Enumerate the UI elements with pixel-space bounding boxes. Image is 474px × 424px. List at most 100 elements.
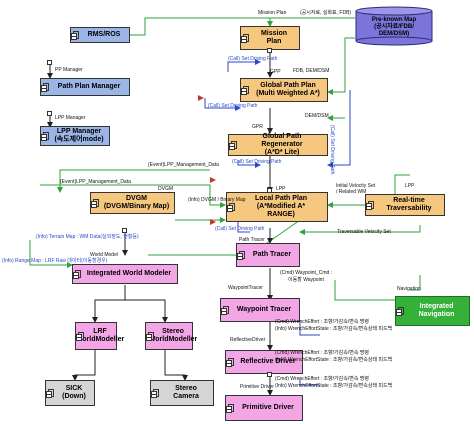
call-vertical-label: (Call) Set Driving Path <box>329 125 335 175</box>
gpr-label: GPR <box>252 124 263 130</box>
dvgm-connector-label: DVGM <box>158 186 173 192</box>
waypoint-cmd-label-2: 이동할 Waypoint <box>288 277 324 283</box>
dem-dsm-label: DEM/DSM <box>305 113 329 119</box>
path-plan-manager-label: Path Plan Manager <box>57 83 121 90</box>
rtt-label-1: Real-time <box>393 197 425 204</box>
integrated-navigation-label: Integrated Navigation <box>418 303 455 318</box>
path-plan-manager-box[interactable]: Path Plan Manager <box>40 78 130 96</box>
lpl-label-3: RANGE) <box>267 211 295 218</box>
waypoint-cmd-label-1: (Cmd) Waypoint_Cmd : <box>280 270 333 276</box>
gpr-label-1: Global Path Regenerator <box>261 133 303 148</box>
rms-to-mission-line <box>130 17 273 36</box>
integrated-navigation-box[interactable]: Integrated Navigation <box>395 296 470 326</box>
stereo-to-camera-line <box>164 350 188 381</box>
lpp-manager-connector-label: LPP Manager <box>55 115 86 121</box>
set-driving-path-3-line <box>237 160 261 168</box>
database-label: Pre-known Map (공시자료/FDB/ DEM/DSM) <box>355 17 433 38</box>
component-icon <box>241 34 249 43</box>
sick-box[interactable]: SICK(Down) <box>45 380 95 406</box>
reflective-driver-connector-label: ReflectiveDriver <box>230 337 266 343</box>
primitive-driver-label: Primitive Driver <box>242 404 294 411</box>
primitive-driver-connector-label: Primitive Driver <box>240 384 274 390</box>
primitive-driver-box[interactable]: Primitive Driver <box>225 395 303 421</box>
navigation-line <box>410 275 421 291</box>
traversable-label: Traversable Velocity Set <box>337 229 391 235</box>
database-line2: (공시자료/FDB/ <box>374 24 414 30</box>
rms-ros-box[interactable]: RMS/ROS <box>70 27 130 43</box>
gpr-label-2: (A*D* Lite) <box>264 149 300 156</box>
dvgm-label-1: DVGM <box>126 195 147 202</box>
stereo-label-1: Stereo <box>162 328 184 335</box>
set-driving-path-2-label: (Call) Set Driving Path <box>208 103 258 109</box>
local-path-plan-box[interactable]: Local Path Plan(A*Modified A*RANGE) <box>226 192 328 222</box>
integrated-world-modeler-box[interactable]: Integrated World Modeler <box>72 264 178 284</box>
lpp-manager-label-2: (속도제어mode) <box>54 136 104 143</box>
lpp-right-label: LPP <box>405 183 415 189</box>
component-icon <box>229 141 237 150</box>
gpp-label-2: (Multi Weighted A*) <box>256 90 320 97</box>
set-driving-path-1-line <box>227 59 261 72</box>
lrf-label-2: WorldModeller <box>75 336 125 343</box>
global-path-plan-box[interactable]: Global Path Plan(Multi Weighted A*) <box>240 78 328 102</box>
waypoint-tracer-connector-label: WaypointTracer <box>228 285 263 291</box>
pre-known-map-database <box>355 6 433 46</box>
range-map-line <box>29 240 73 268</box>
lpp-manager-box[interactable]: LPP Manager(속도제어mode) <box>40 126 110 146</box>
traversable-line <box>299 225 421 235</box>
component-icon <box>227 203 235 212</box>
set-driving-path-3-label: (Call) Set Driving Path <box>232 159 282 165</box>
waypoint-tracer-label: Waypoint Tracer <box>236 306 292 313</box>
lpp-manager-port <box>47 111 52 116</box>
iwm-to-lrf-line <box>92 285 126 323</box>
stereo-camera-box[interactable]: Stereo Camera <box>150 380 214 406</box>
iwm-to-stereo-line <box>125 299 168 323</box>
component-icon <box>41 132 49 141</box>
event-lpp-1-label: (Event)LPP_Management_Data <box>148 162 219 168</box>
set-driving-path-2-line <box>204 98 241 111</box>
world-model-label: World Model <box>90 252 118 258</box>
lpp-manager-label-1: LPP Manager <box>56 128 102 135</box>
stereo-camera-label: Stereo Camera <box>173 385 199 400</box>
map-to-gpp-line <box>327 37 355 95</box>
set-driving-path-1-label: (Call) Set Driving Path <box>228 56 278 62</box>
lrf-label-1: LRF <box>93 328 107 335</box>
sick-label-2: (Down) <box>62 393 86 400</box>
set-driving-path-4-label: (Call) Set Driving Path <box>215 226 265 232</box>
mission-plan-label: Mission Plan <box>260 30 288 45</box>
component-icon <box>76 332 84 341</box>
lpp-connector-label: LPP <box>276 186 286 192</box>
reflective-driver-label: Reflective Driver <box>240 358 296 365</box>
component-icon <box>237 251 245 260</box>
initial-velocity-label-1: Initial Velocity Set <box>336 183 376 189</box>
component-icon <box>46 389 54 398</box>
path-tracer-box[interactable]: Path Tracer <box>236 243 300 267</box>
database-line1: Pre-known Map <box>371 17 417 23</box>
terrain-map-label: (Info) Terrain Map : WM Data(실외정도, 현황등) <box>36 234 139 240</box>
lpp-mgmt-line-2 <box>40 184 226 208</box>
event-lpp-2-label: (Event)LPP_Management_Data <box>60 179 131 185</box>
component-icon <box>91 199 99 208</box>
mission-plan-box[interactable]: Mission Plan <box>240 26 300 50</box>
component-icon <box>396 307 404 316</box>
component-icon <box>366 201 374 210</box>
component-icon <box>146 332 154 341</box>
path-tracer-label: Path Tracer <box>252 251 292 258</box>
waypoint-tracer-box[interactable]: Waypoint Tracer <box>220 298 300 322</box>
pp-manager-label: PP Manager <box>55 67 83 73</box>
pp-manager-port <box>47 60 52 65</box>
global-path-regenerator-box[interactable]: Global Path Regenerator(A*D* Lite) <box>228 133 328 156</box>
sick-label-1: SICK <box>65 385 83 392</box>
world-model-port <box>122 228 127 233</box>
database-line3: DEM/DSM) <box>378 31 410 37</box>
call-vertical-line <box>327 90 351 168</box>
dvgm-box[interactable]: DVGM(DVGM/Binary Map) <box>90 192 175 214</box>
reflective-driver-box[interactable]: Reflective Driver <box>225 350 303 374</box>
info-binary-label: (Info) DVGM / Binary Map <box>188 197 246 203</box>
wrench-2b-label: (Info) WrenchEffortState : 조향/가감속/변속상태 피… <box>275 357 393 363</box>
path-tracer-connector-label: Path Tracer <box>239 237 265 243</box>
component-icon <box>71 31 79 40</box>
